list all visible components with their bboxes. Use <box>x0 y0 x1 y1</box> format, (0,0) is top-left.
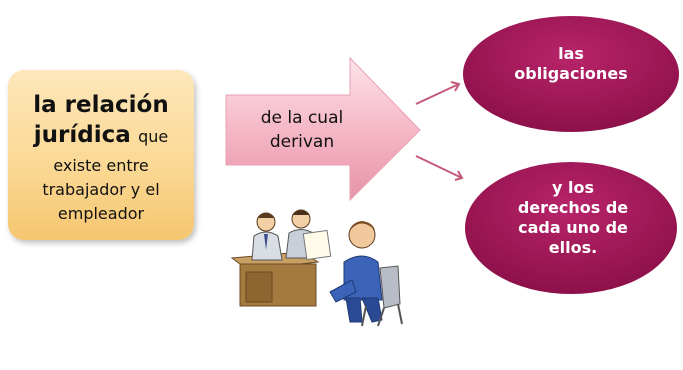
arrow-label-line-2: derivan <box>269 132 335 152</box>
box-line-2-rest: que <box>138 127 169 146</box>
ellipse-bottom-line-3: cada uno de <box>518 218 628 237</box>
ellipse-bottom-text: y los derechos de cada uno de ellos. <box>493 178 653 258</box>
ellipse-top-text: las obligaciones <box>491 44 651 84</box>
ellipse-obligaciones <box>463 16 679 132</box>
box-line-5: empleador <box>57 204 145 223</box>
ellipse-top-line-1: las <box>558 44 584 63</box>
ellipse-bottom-line-4: ellos. <box>548 238 598 257</box>
ellipse-bottom-line-2: derechos de <box>517 198 629 217</box>
relacion-juridica-box: la relación jurídica que existe entre tr… <box>8 70 194 240</box>
box-line-4: trabajador y el <box>42 180 160 199</box>
arrow-shape <box>225 56 421 202</box>
connector-top-arrow <box>415 81 461 105</box>
ellipse-bottom-line-1: y los <box>552 178 594 197</box>
office-meeting-illustration <box>230 209 403 327</box>
box-line-3: existe entre <box>53 156 149 175</box>
ellipse-derechos <box>465 162 677 294</box>
ellipse-top-line-2: obligaciones <box>514 64 628 83</box>
box-line-2-bold: jurídica <box>33 122 131 148</box>
box-line-2: jurídica que <box>8 122 194 148</box>
box-line-1: la relación <box>33 92 169 118</box>
connector-bottom-arrow <box>415 155 464 181</box>
arrow-label-line-1: de la cual <box>260 108 344 128</box>
